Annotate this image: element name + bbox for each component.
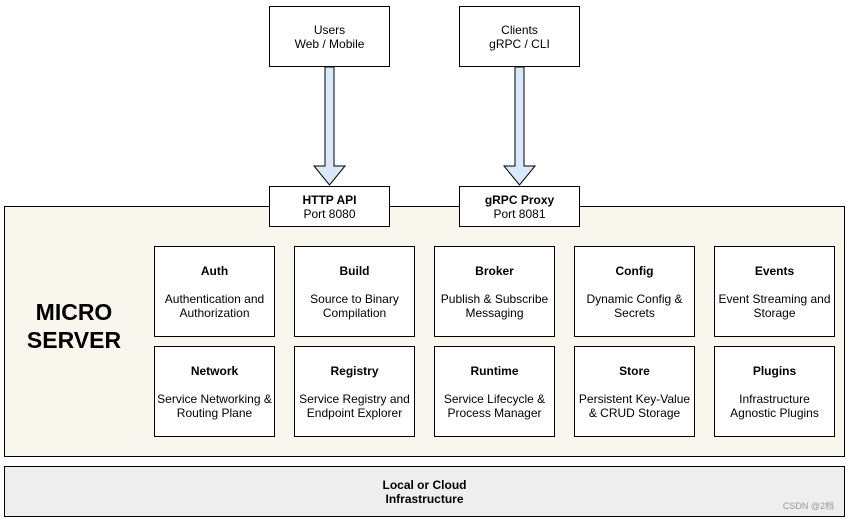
- arrow-clients-to-grpc-proxy: [502, 66, 537, 186]
- micro-server-title-line1: MICRO: [35, 299, 113, 325]
- service-auth: Auth Authentication and Authorization: [154, 246, 275, 337]
- arrow-users-to-http-api: [312, 66, 347, 186]
- http-api-node: HTTP API Port 8080: [269, 186, 390, 227]
- service-build: Build Source to Binary Compilation: [294, 246, 415, 337]
- service-name: Runtime: [470, 364, 519, 378]
- service-name: Events: [754, 264, 795, 278]
- service-name: Auth: [200, 264, 229, 278]
- service-description: Source to Binary Compilation: [310, 292, 399, 320]
- micro-server-title: MICRO SERVER: [14, 298, 134, 354]
- service-events: Events Event Streaming and Storage: [714, 246, 835, 337]
- grpc-proxy-port: Port 8081: [493, 206, 546, 221]
- service-runtime: Runtime Service Lifecycle & Process Mana…: [434, 346, 555, 437]
- service-store: Store Persistent Key-Value & CRUD Storag…: [574, 346, 695, 437]
- service-name: Broker: [475, 264, 514, 278]
- service-description: Authentication and Authorization: [164, 292, 265, 320]
- service-description: Service Networking & Routing Plane: [157, 392, 272, 420]
- service-description: Dynamic Config & Secrets: [586, 292, 683, 320]
- micro-server-container: [4, 206, 845, 457]
- service-config: Config Dynamic Config & Secrets: [574, 246, 695, 337]
- infrastructure-layer: Local or Cloud Infrastructure: [4, 466, 845, 517]
- infrastructure-label: Local or Cloud Infrastructure: [382, 477, 467, 506]
- service-name: Plugins: [752, 364, 797, 378]
- users-label: Users: [313, 22, 346, 37]
- service-description: Service Lifecycle & Process Manager: [443, 392, 546, 420]
- service-name: Build: [339, 264, 370, 278]
- http-api-label: HTTP API: [302, 192, 357, 207]
- service-registry: Registry Service Registry and Endpoint E…: [294, 346, 415, 437]
- service-broker: Broker Publish & Subscribe Messaging: [434, 246, 555, 337]
- service-name: Registry: [330, 364, 379, 378]
- http-api-port: Port 8080: [303, 206, 356, 221]
- service-name: Network: [190, 364, 239, 378]
- micro-server-title-line2: SERVER: [26, 327, 122, 353]
- users-sublabel: Web / Mobile: [294, 36, 365, 51]
- service-network: Network Service Networking & Routing Pla…: [154, 346, 275, 437]
- service-name: Store: [619, 364, 650, 378]
- service-description: Infrastructure Agnostic Plugins: [730, 392, 819, 420]
- service-description: Publish & Subscribe Messaging: [440, 292, 549, 320]
- service-description: Service Registry and Endpoint Explorer: [299, 392, 410, 420]
- grpc-proxy-label: gRPC Proxy: [484, 192, 555, 207]
- service-description: Event Streaming and Storage: [718, 292, 831, 320]
- service-description: Persistent Key-Value & CRUD Storage: [578, 392, 691, 420]
- clients-sublabel: gRPC / CLI: [489, 36, 550, 51]
- grpc-proxy-node: gRPC Proxy Port 8081: [459, 186, 580, 227]
- service-plugins: Plugins Infrastructure Agnostic Plugins: [714, 346, 835, 437]
- service-name: Config: [615, 264, 654, 278]
- clients-label: Clients: [501, 22, 538, 37]
- watermark: CSDN @2档: [782, 501, 834, 511]
- clients-node: Clients gRPC / CLI: [459, 6, 580, 67]
- users-node: Users Web / Mobile: [269, 6, 390, 67]
